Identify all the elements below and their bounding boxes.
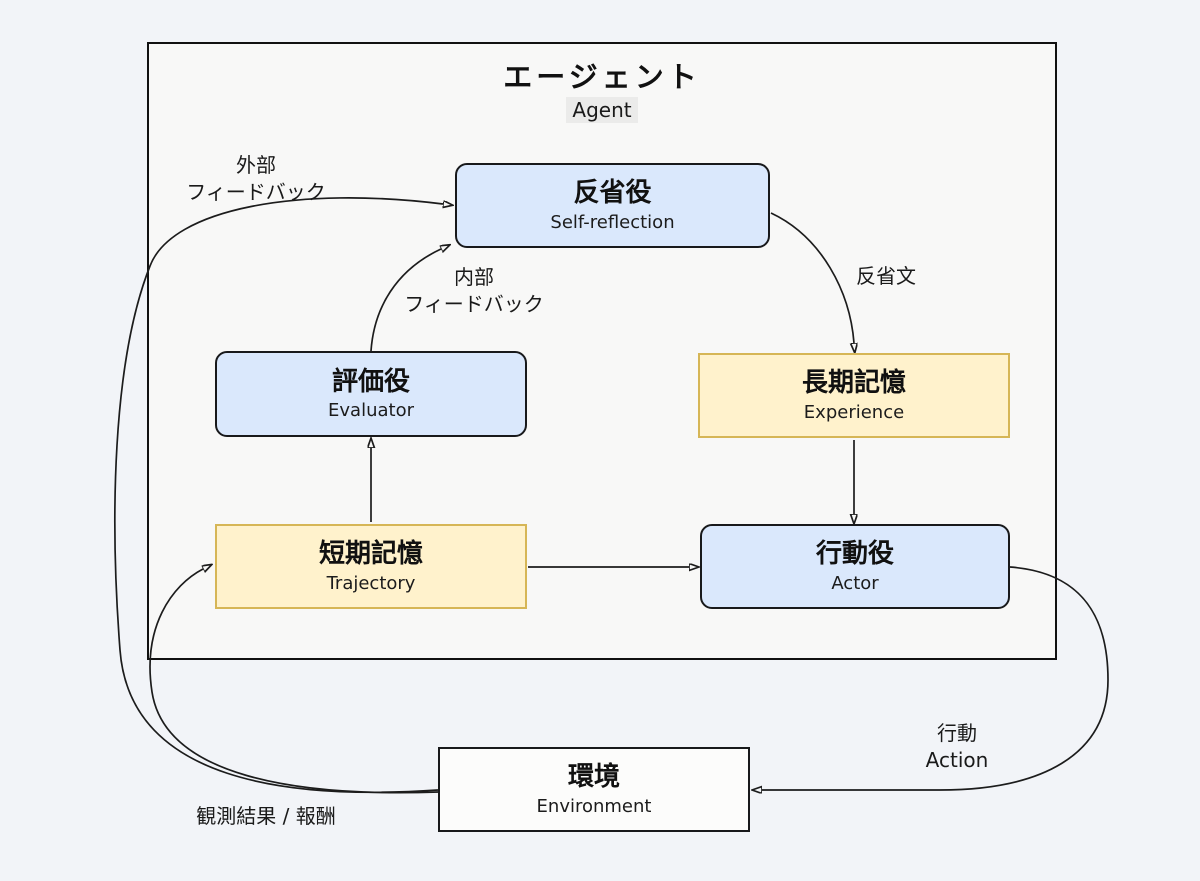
node-evaluator-title: 評価役	[331, 366, 410, 397]
edge-label-reflection-text: 反省文	[856, 264, 916, 288]
node-actor-title: 行動役	[815, 539, 894, 569]
node-trajectory: 短期記憶 Trajectory	[215, 524, 527, 609]
node-self-reflection: 反省役 Self-reflection	[455, 163, 770, 248]
edge-label-external-feedback-line2: フィードバック	[186, 180, 326, 204]
edge-label-internal-feedback-line1: 内部	[454, 265, 494, 289]
edge-label-internal-feedback: 内部 フィードバック	[368, 264, 580, 318]
agent-title-english-text: Agent	[566, 97, 638, 123]
node-evaluator: 評価役 Evaluator	[215, 351, 527, 437]
node-experience-subtitle: Experience	[803, 401, 905, 423]
edge-label-external-feedback: 外部 フィードバック	[150, 152, 362, 206]
node-environment-title: 環境	[567, 762, 620, 792]
node-actor: 行動役 Actor	[700, 524, 1010, 609]
edge-label-observation-reward: 観測結果 / 報酬	[196, 804, 336, 828]
node-self-reflection-title: 反省役	[573, 178, 652, 208]
edge-label-external-feedback-line1: 外部	[236, 153, 276, 177]
node-trajectory-subtitle: Trajectory	[326, 572, 416, 594]
node-evaluator-subtitle: Evaluator	[328, 400, 414, 421]
agent-title-japanese: エージェント	[503, 60, 701, 94]
agent-title-english: Agent	[402, 97, 802, 123]
edge-label-action: 行動 Action	[872, 720, 1042, 774]
node-environment: 環境 Environment	[438, 747, 750, 832]
node-actor-subtitle: Actor	[831, 572, 879, 594]
node-experience: 長期記憶 Experience	[698, 353, 1010, 438]
edge-label-action-line2: Action	[925, 748, 989, 772]
node-experience-title: 長期記憶	[801, 368, 906, 398]
node-self-reflection-subtitle: Self-reflection	[550, 211, 675, 233]
edge-label-action-line1: 行動	[937, 721, 977, 745]
node-trajectory-title: 短期記憶	[318, 539, 423, 569]
node-environment-subtitle: Environment	[536, 795, 652, 817]
edge-label-internal-feedback-line2: フィードバック	[404, 292, 544, 316]
